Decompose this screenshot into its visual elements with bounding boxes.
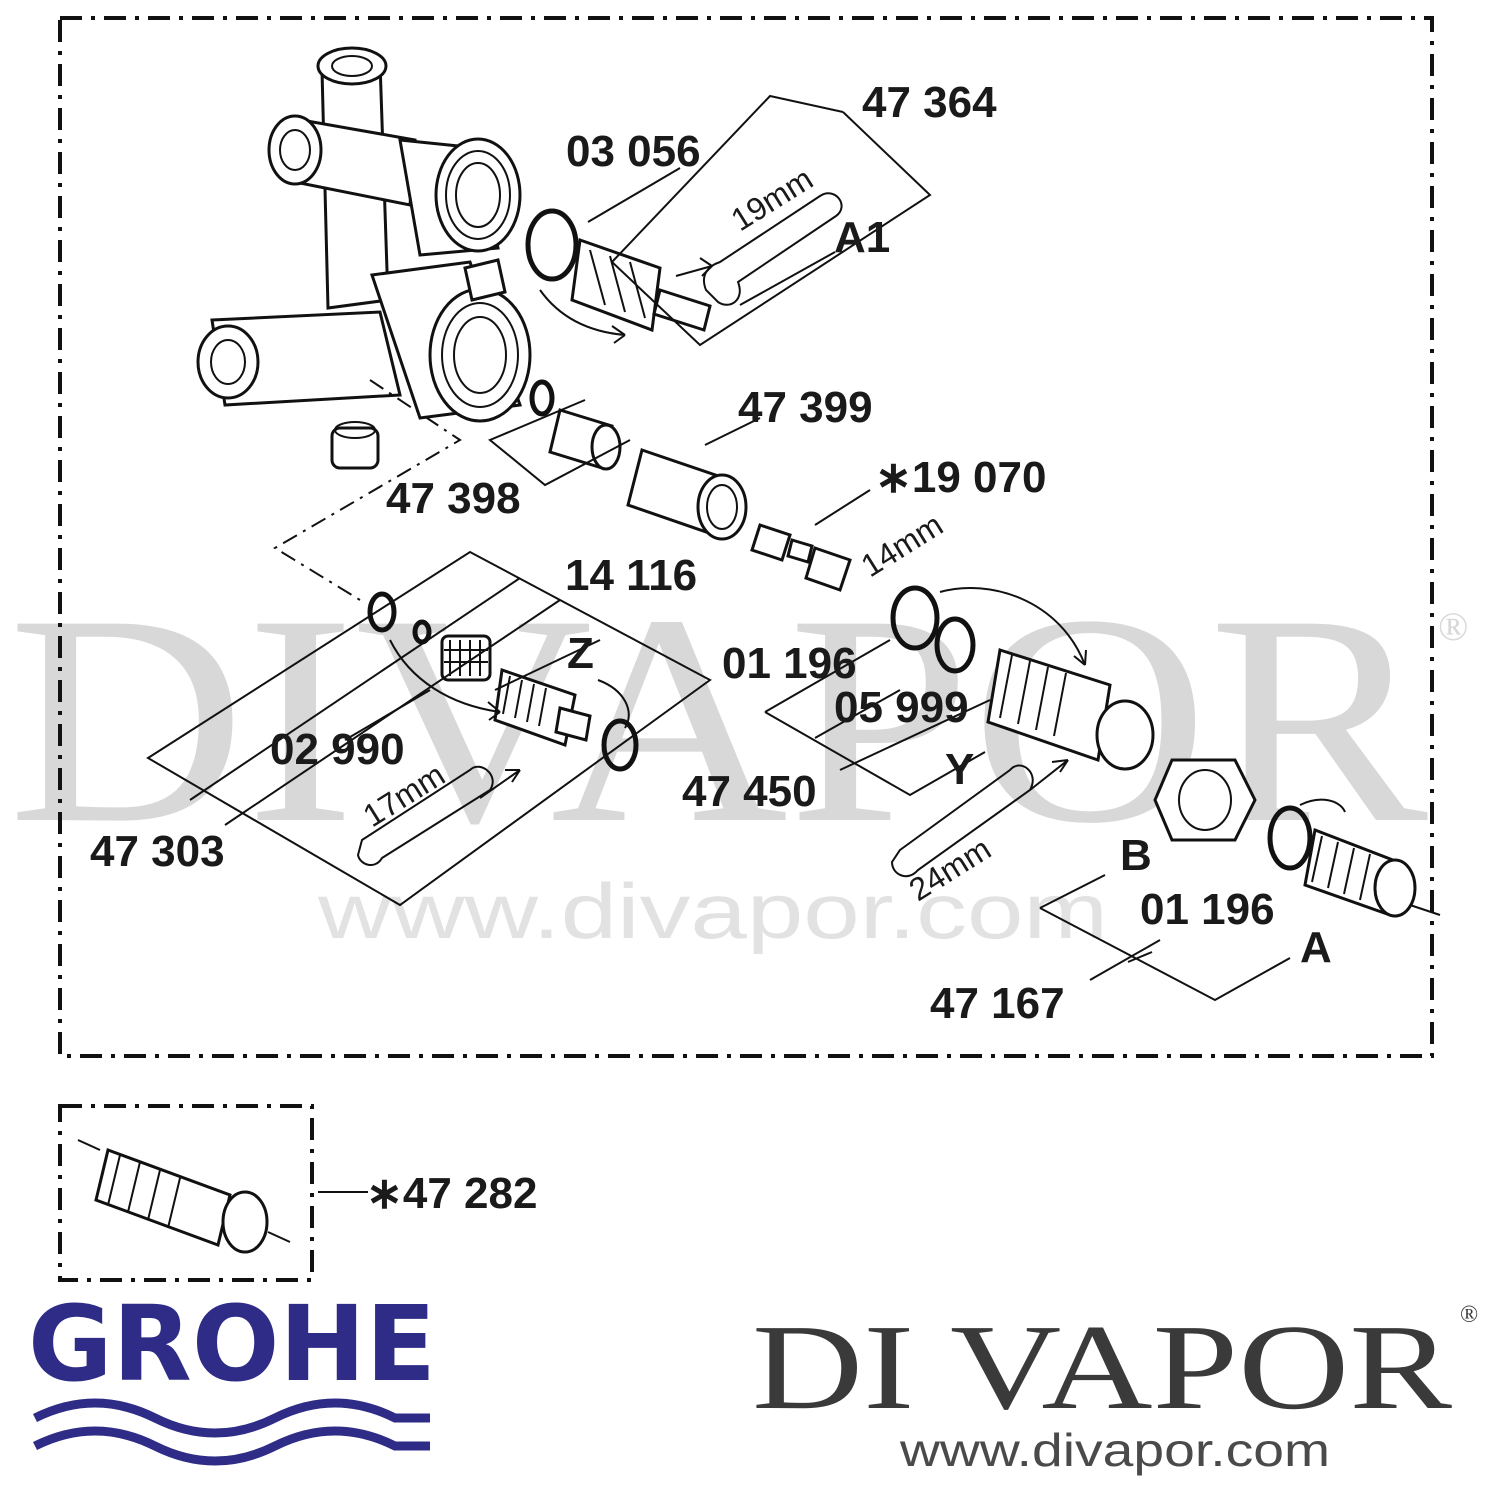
label-01196-a: 01 196: [722, 639, 857, 688]
middle-parts: [529, 379, 852, 592]
cartridge-z: [493, 667, 577, 747]
label-47167: 47 167: [930, 979, 1065, 1028]
label-a1: A1: [834, 213, 890, 262]
label-47450: 47 450: [682, 767, 817, 816]
grohe-wordmark: GROHE: [28, 1283, 436, 1405]
o-ring-01196: [890, 585, 940, 651]
o-ring-03056: [525, 208, 579, 282]
label-47282: ∗47 282: [366, 1169, 537, 1218]
watermark: DIVAPOR ® www.divapor.com: [8, 553, 1468, 955]
grohe-logo: GROHE: [28, 1283, 436, 1466]
divapor-logo: DI VAPOR ® www.divapor.com: [752, 1300, 1478, 1476]
label-19070: ∗19 070: [875, 453, 1046, 502]
o-ring-05999: [934, 616, 976, 674]
divapor-wordmark: DI VAPOR: [752, 1300, 1453, 1435]
o-ring-01196-b: [1267, 805, 1313, 871]
wrench-24mm: [890, 764, 1034, 878]
watermark-reg: ®: [1438, 604, 1468, 649]
right-lower-group: [890, 585, 1441, 918]
grohe-wave-2: [32, 1426, 430, 1466]
cartridge-y: [986, 648, 1112, 763]
cartridge-a1: [570, 237, 662, 333]
label-47364: 47 364: [862, 78, 997, 127]
upper-cartridge-group: [525, 192, 843, 344]
label-14116: 14 116: [565, 551, 697, 600]
main-assembly-frame: [58, 16, 1434, 1058]
label-47398: 47 398: [386, 474, 521, 523]
nut-b: [1153, 758, 1257, 842]
label-01196-b: 01 196: [1140, 885, 1275, 934]
o-ring-47303: [601, 718, 639, 772]
valve-body: [196, 46, 532, 470]
spare-cartridge-47282: [77, 1139, 291, 1254]
o-ring-14116: [367, 591, 397, 633]
label-47303: 47 303: [90, 827, 225, 876]
tool-label-19mm: 19mm: [725, 160, 819, 238]
left-lower-group: [356, 591, 639, 866]
nut-19070: [750, 523, 792, 562]
leader-lines: [146, 94, 1291, 1193]
label-y: Y: [945, 745, 974, 794]
label-b: B: [1120, 831, 1152, 880]
label-a: A: [1300, 923, 1332, 972]
grohe-wave-1: [32, 1398, 430, 1438]
label-05999: 05 999: [834, 683, 969, 732]
watermark-url: www.divapor.com: [317, 867, 1108, 955]
divapor-reg-mark: ®: [1460, 1302, 1478, 1328]
label-z: Z: [567, 629, 594, 678]
divapor-url: www.divapor.com: [899, 1424, 1330, 1476]
label-03056: 03 056: [566, 127, 701, 176]
small-o-ring: [529, 379, 555, 417]
spare-cartridge-frame: [58, 1104, 314, 1282]
wrench-17mm: [356, 765, 494, 866]
filter-02990: [440, 634, 492, 682]
label-02990: 02 990: [270, 725, 405, 774]
label-47399: 47 399: [738, 383, 873, 432]
part-labels: 47 364 03 056 A1 47 399 ∗19 070 47 398 1…: [90, 78, 1332, 1218]
